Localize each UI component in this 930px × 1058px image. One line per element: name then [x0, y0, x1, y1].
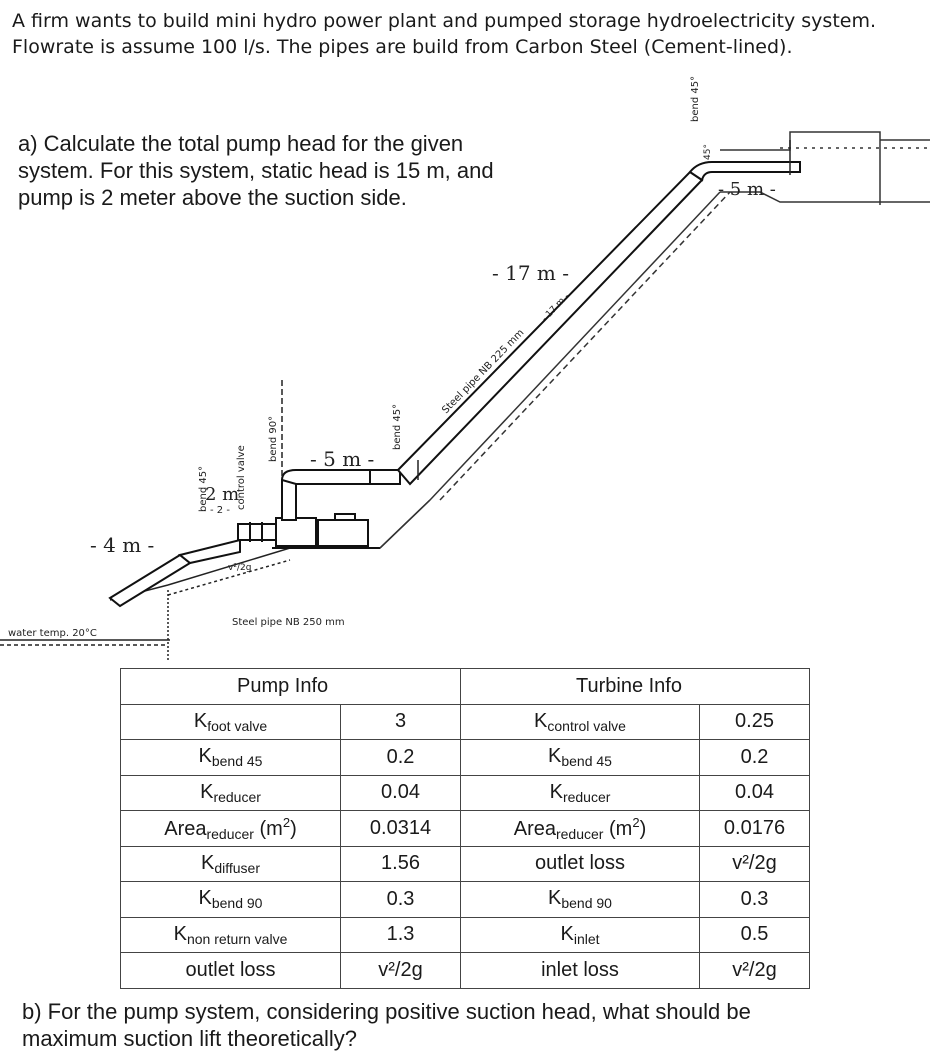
pump-motor: [272, 513, 380, 549]
pump-param-value: 0.0314: [340, 810, 461, 847]
turbine-param-value: 0.3: [699, 881, 810, 918]
label-control-valve: control valve: [236, 445, 247, 510]
pump-param-value: 1.56: [340, 845, 461, 882]
pump-param-value: 0.3: [340, 881, 461, 918]
hillside: [379, 131, 930, 549]
pump-param-value: 3: [340, 703, 461, 740]
hydro-system-diagram: - 4 m - 2 m - 2 - - 5 m - - 17 m - - 5 m…: [0, 76, 930, 660]
question-b: b) For the pump system, considering posi…: [22, 998, 922, 1052]
pump-param-label: Knon return valve: [120, 916, 341, 953]
turbine-param-label: inlet loss: [460, 952, 700, 989]
turbine-param-label: Kinlet: [460, 916, 700, 953]
label-bend90: bend 90°: [268, 416, 279, 462]
length-5m-mid: - 5 m -: [310, 447, 374, 471]
turbine-param-label: Kbend 90: [460, 881, 700, 918]
label-steel-pipe-250: Steel pipe NB 250 mm: [232, 617, 345, 628]
label-bend45-left: bend 45°: [198, 466, 209, 512]
marker-lines: [281, 140, 791, 480]
discharge-pipe: [280, 469, 401, 521]
incline-pipe: [396, 161, 801, 486]
label-bend45-mid: bend 45°: [392, 404, 403, 450]
suction-pit: [109, 499, 431, 601]
turbine-param-label: Kreducer: [460, 774, 700, 811]
turbine-param-label: Areareducer (m2): [460, 810, 700, 847]
question-b-line-1: b) For the pump system, considering posi…: [22, 999, 751, 1024]
intro-line-2: Flowrate is assume 100 l/s. The pipes ar…: [12, 36, 793, 58]
pump-param-value: 0.2: [340, 739, 461, 776]
suction-pipe: [108, 522, 277, 608]
turbine-param-value: v²/2g: [699, 952, 810, 989]
turbine-param-value: 0.5: [699, 916, 810, 953]
turbine-param-label: outlet loss: [460, 845, 700, 882]
pump-info-header: Pump Info: [120, 668, 461, 705]
turbine-param-value: 0.0176: [699, 810, 810, 847]
length-5m-top: - 5 m -: [718, 179, 776, 200]
problem-intro: A firm wants to build mini hydro power p…: [12, 8, 876, 60]
pump-param-label: Kfoot valve: [120, 703, 341, 740]
intro-line-1: A firm wants to build mini hydro power p…: [12, 10, 877, 32]
label-water-temp: water temp. 20°C: [8, 628, 97, 639]
question-a: a) Calculate the total pump head for the…: [18, 130, 494, 211]
turbine-param-value: 0.2: [699, 739, 810, 776]
turbine-param-value: v²/2g: [699, 845, 810, 882]
label-bend45-top: bend 45°: [690, 76, 701, 122]
pump-param-label: outlet loss: [120, 952, 341, 989]
label-bend45-top-small: 45°: [703, 144, 713, 160]
pump-param-value: 0.04: [340, 774, 461, 811]
question-a-line-2: system. For this system, static head is …: [18, 158, 494, 183]
pump-param-label: Kbend 90: [120, 881, 341, 918]
pump-param-label: Areareducer (m2): [120, 810, 341, 847]
table-header-row: Pump Info Turbine Info: [120, 668, 810, 705]
pump-param-label: Kbend 45: [120, 739, 341, 776]
turbine-param-value: 0.25: [699, 703, 810, 740]
pump-param-label: Kdiffuser: [120, 845, 341, 882]
pump-param-value: v²/2g: [340, 952, 461, 989]
label-v2-2g: v²/2g: [228, 563, 251, 573]
question-a-line-1: a) Calculate the total pump head for the…: [18, 131, 464, 156]
pump-param-value: 1.3: [340, 916, 461, 953]
length-2m-small: - 2 -: [210, 505, 230, 516]
length-17m: - 17 m -: [492, 261, 569, 285]
length-2m: 2 m: [205, 484, 239, 505]
turbine-param-label: Kcontrol valve: [460, 703, 700, 740]
turbine-param-label: Kbend 45: [460, 739, 700, 776]
length-4m: - 4 m -: [90, 533, 154, 557]
question-a-line-3: pump is 2 meter above the suction side.: [18, 185, 407, 210]
pump-param-label: Kreducer: [120, 774, 341, 811]
turbine-param-value: 0.04: [699, 774, 810, 811]
question-b-line-2: maximum suction lift theoretically?: [22, 1026, 358, 1051]
ground-bottom: [0, 590, 170, 660]
turbine-info-header: Turbine Info: [460, 668, 810, 705]
